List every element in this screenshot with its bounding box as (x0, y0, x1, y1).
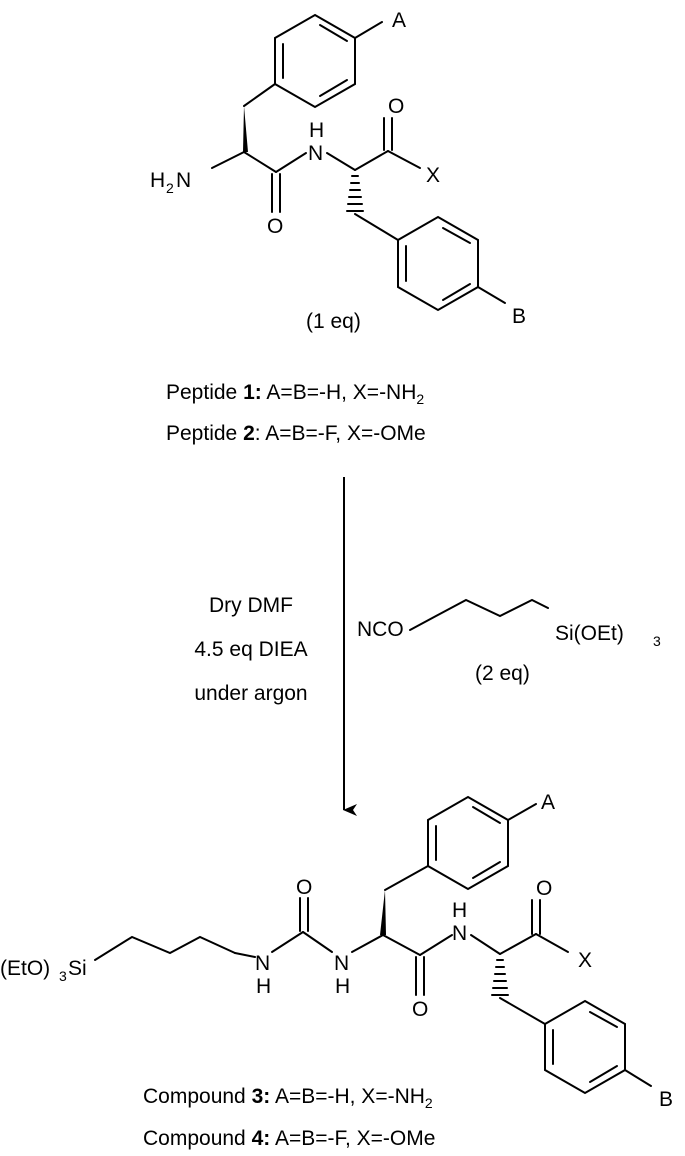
reactant-bond-nh (275, 152, 307, 173)
product-bond-amide-c (382, 934, 421, 956)
peptide-2-prefix: Peptide (166, 422, 243, 445)
peptide-2-text: : A=B=-F, X=-OMe (255, 422, 426, 445)
compound-3-subscript: 2 (425, 1095, 433, 1111)
reactant-amide-n: N (308, 142, 323, 165)
product-propyl-chain (94, 935, 236, 961)
reactant-ch2-bond-2 (354, 213, 399, 241)
reagent-propyl-chain (409, 598, 549, 631)
reactant-amine-n: N (176, 169, 191, 192)
reactant-substituent-b: B (512, 305, 526, 328)
compound-3-text: A=B=-H, X=-NH (270, 1085, 425, 1108)
reagent-equivalents: (2 eq) (475, 662, 530, 685)
svg-text:Peptide 1: A=B=-H, X=-NH2: Peptide 1: A=B=-H, X=-NH2 (166, 381, 424, 407)
compound-label-3: Compound 3: A=B=-H, X=-NH2 (143, 1085, 433, 1111)
reactant-substituent-x: X (426, 164, 440, 187)
reactant-oxygen-1: O (267, 215, 283, 238)
compound-3-number: 3 (252, 1085, 264, 1108)
product-chain-to-nh (234, 952, 256, 958)
reagent-si-subscript: 3 (653, 633, 661, 649)
product-stereo-wedge-1 (380, 890, 386, 935)
compound-label-4: Compound 4: A=B=-F, X=-OMe (143, 1127, 435, 1150)
product-amide-o: O (412, 998, 428, 1021)
peptide-label-1: Peptide 1: A=B=-H, X=-NH2 (166, 381, 424, 407)
reactant-bond-co2 (354, 150, 389, 171)
product-ch2-1 (384, 865, 429, 891)
peptide-1-text: A=B=-H, X=-NH (262, 381, 417, 404)
reactant-substituent-a: A (392, 9, 406, 32)
product-substituent-a: A (541, 791, 555, 814)
product-silyl-suffix: Si (68, 957, 87, 980)
condition-solvent: Dry DMF (209, 594, 293, 617)
reactant-amine-h: H (150, 169, 165, 192)
compound-3-prefix: Compound (143, 1085, 252, 1108)
compound-4-text: A=B=-F, X=-OMe (270, 1127, 435, 1150)
compound-4-suffix: : (263, 1127, 270, 1150)
bond-to-b-top (477, 286, 506, 304)
reactant-amide-h: H (309, 119, 324, 142)
product-bond-c2 (499, 933, 537, 955)
reagent-nco: NCO (357, 618, 404, 641)
product-urea-n1: N (255, 952, 270, 975)
condition-base: 4.5 eq DIEA (194, 638, 307, 661)
reactant-equivalents: (1 eq) (306, 310, 361, 333)
reactant-bond-nh2 (211, 151, 245, 169)
product-bond-to-a (507, 803, 537, 821)
product-substituent-b: B (659, 1088, 673, 1111)
product-urea-h1: H (256, 975, 271, 998)
peptide-label-2: Peptide 2: A=B=-F, X=-OMe (166, 422, 426, 445)
compound-3-suffix: : (263, 1085, 270, 1108)
product-urea-bond-2 (302, 931, 333, 953)
product-silyl-subscript: 3 (59, 968, 67, 984)
reagent-isocyanate: NCO Si(OEt) 3 (2 eq) (357, 598, 661, 685)
svg-text:Compound 3: A=B=-H, X=-NH2: Compound 3: A=B=-H, X=-NH2 (143, 1085, 433, 1111)
product-bond-to-b (624, 1069, 652, 1087)
reactant-ring-top (274, 13, 356, 109)
product-bond-alpha2 (470, 934, 501, 955)
svg-text:Peptide 2: A=B=-F, X=-OMe: Peptide 2: A=B=-F, X=-OMe (166, 422, 426, 445)
product-urea-n2: N (334, 952, 349, 975)
reaction-conditions: Dry DMF 4.5 eq DIEA under argon (194, 594, 307, 705)
product-substituent-x: X (578, 949, 592, 972)
product-structure: A (EtO) 3 Si N H O N H O H N (0, 791, 673, 1111)
product-ester-o: O (536, 877, 552, 900)
product-ch2-2 (499, 997, 546, 1025)
product-stereo-hash-2 (491, 959, 509, 996)
product-urea-h2: H (335, 975, 350, 998)
reactant-bond-co (243, 151, 277, 173)
peptide-2-number: 2 (243, 422, 255, 445)
reactant-bond-alpha2 (326, 152, 356, 171)
product-bond-x (535, 933, 569, 953)
product-ring-top (427, 795, 509, 891)
reactant-amine-sub: 2 (166, 180, 174, 196)
product-bond-to-alpha (351, 934, 384, 953)
product-amide-n: N (452, 922, 467, 945)
svg-text:Compound 4: A=B=-F, X=-OMe: Compound 4: A=B=-F, X=-OMe (143, 1127, 435, 1150)
product-urea-bond-1 (271, 931, 304, 953)
reactant-stereo-wedge-1 (243, 106, 248, 152)
reactant-bond-x (387, 150, 421, 169)
product-amide-h: H (452, 899, 467, 922)
compound-4-prefix: Compound (143, 1127, 252, 1150)
compound-4-number: 4 (252, 1127, 264, 1150)
product-urea-o: O (296, 876, 312, 899)
peptide-1-number: 1 (243, 381, 255, 404)
reactant-structure: A H 2 N O H N (150, 9, 526, 333)
peptide-1-suffix: : (255, 381, 262, 404)
reactant-ch2-bond-1 (243, 83, 276, 107)
reactant-oxygen-2: O (388, 95, 404, 118)
reactant-ring-bottom (397, 215, 479, 312)
peptide-1-prefix: Peptide (166, 381, 243, 404)
product-silyl-label: (EtO) (0, 957, 50, 980)
product-ring-bottom (544, 999, 626, 1095)
condition-atmosphere: under argon (194, 682, 307, 705)
peptide-1-subscript: 2 (416, 391, 424, 407)
reagent-si-label: Si(OEt) (555, 622, 624, 645)
product-bond-amide-n (419, 934, 453, 956)
bond-to-a-top (354, 21, 383, 39)
reactant-stereo-hash-2 (346, 175, 364, 212)
